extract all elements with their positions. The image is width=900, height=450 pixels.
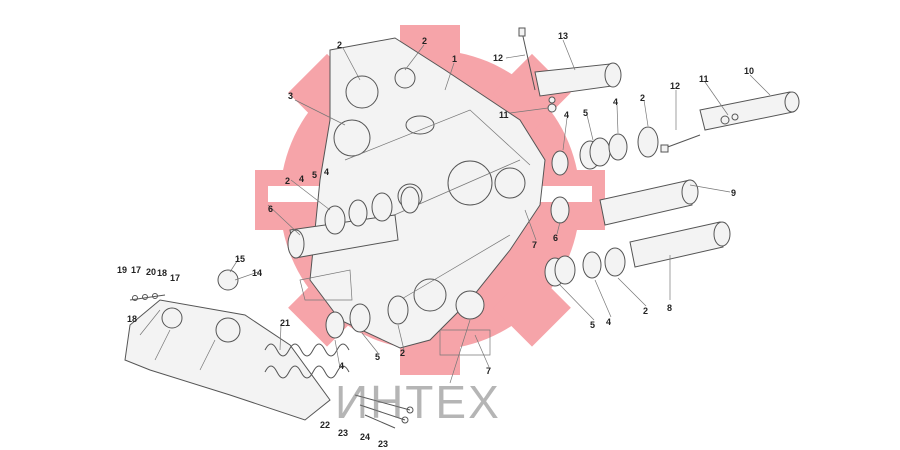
label-12: 12 [493, 53, 503, 63]
label-2: 2 [285, 176, 290, 186]
label-5: 5 [312, 170, 317, 180]
label-2: 2 [337, 40, 342, 50]
pin-8 [629, 221, 731, 268]
small-fasteners-left [129, 293, 166, 301]
label-9: 9 [731, 188, 736, 198]
label-4: 4 [339, 361, 344, 371]
label-13: 13 [558, 31, 568, 41]
label-16: 17 [170, 273, 180, 283]
label-22: 24 [360, 432, 370, 442]
label-17: 18 [157, 268, 167, 278]
label-2: 2 [640, 93, 645, 103]
label-4: 4 [564, 110, 569, 120]
label-5: 5 [583, 108, 588, 118]
label-2: 2 [643, 306, 648, 316]
label-2: 2 [400, 348, 405, 358]
watermark-text: ИНТЕХ [335, 376, 501, 428]
label-20: 22 [320, 420, 330, 430]
label-6: 6 [268, 204, 273, 214]
label-8: 8 [667, 303, 672, 313]
label-11: 11 [499, 110, 509, 120]
label-17: 18 [127, 314, 137, 324]
label-3: 3 [288, 91, 293, 101]
label-15: 15 [235, 254, 245, 264]
bolt-12-right [660, 134, 701, 153]
label-7: 7 [486, 366, 491, 376]
spring-19 [264, 343, 350, 379]
label-17: 17 [131, 265, 141, 275]
label-6: 6 [553, 233, 558, 243]
label-21: 23 [338, 428, 348, 438]
pin-10 [699, 91, 800, 131]
label-18: 19 [117, 265, 127, 275]
label-18: 20 [146, 267, 156, 277]
label-7: 7 [532, 240, 537, 250]
label-10: 10 [744, 66, 754, 76]
pin-13 [534, 62, 622, 97]
pin-9 [599, 179, 699, 226]
bushings-and-rings [217, 96, 659, 339]
bolts-lower-right [354, 394, 414, 429]
label-4: 4 [324, 167, 329, 177]
label-4: 4 [613, 97, 618, 107]
part-labels: 2 2 1 3 12 13 11 10 11 12 2 4 5 4 9 8 2 … [117, 31, 754, 449]
label-23: 23 [378, 439, 388, 449]
label-19: 21 [280, 318, 290, 328]
leader-lines [229, 39, 771, 384]
label-4: 4 [299, 174, 304, 184]
label-11: 11 [699, 74, 709, 84]
label-1: 1 [452, 54, 457, 64]
label-14: 14 [252, 268, 262, 278]
label-2: 2 [422, 36, 427, 46]
label-5: 5 [375, 352, 380, 362]
label-5: 5 [590, 320, 595, 330]
label-12: 12 [670, 81, 680, 91]
lower-coupler [124, 299, 331, 421]
bolt-12-top [518, 27, 536, 91]
label-4: 4 [606, 317, 611, 327]
